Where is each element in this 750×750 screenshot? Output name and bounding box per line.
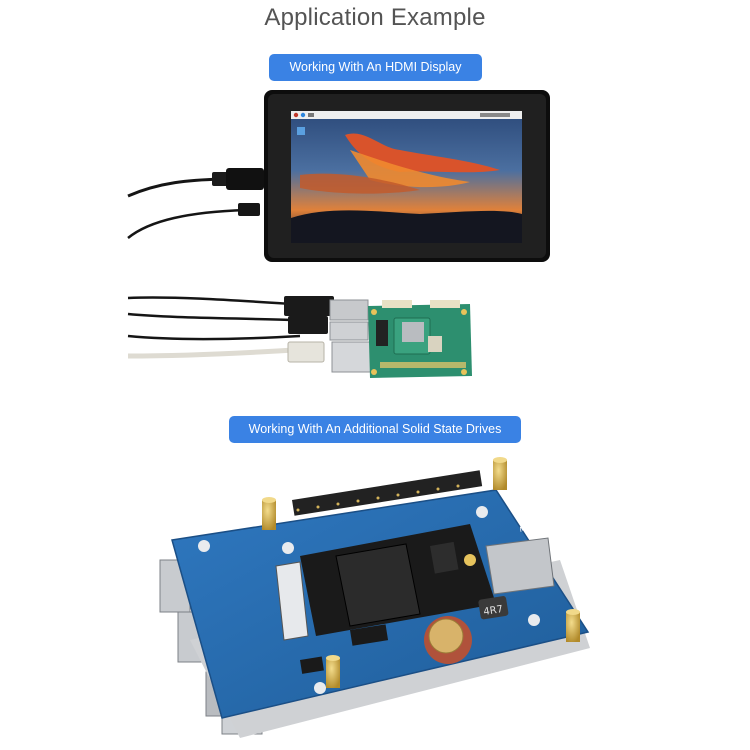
sd-card-label: MICRO SD CARD — [519, 517, 577, 534]
section-label-ssd: Working With An Additional Solid State D… — [229, 416, 521, 443]
ssd-board-illustration: MICRO SD CARD 4R7 — [159, 457, 590, 738]
section-label-hdmi-display: Working With An HDMI Display — [269, 54, 482, 81]
inductor-label: 4R7 — [483, 604, 504, 618]
page-title: Application Example — [264, 4, 486, 31]
brass-standoffs — [262, 457, 580, 688]
compute-module-board-illustration — [127, 296, 472, 378]
hdmi-display-illustration — [127, 90, 550, 262]
